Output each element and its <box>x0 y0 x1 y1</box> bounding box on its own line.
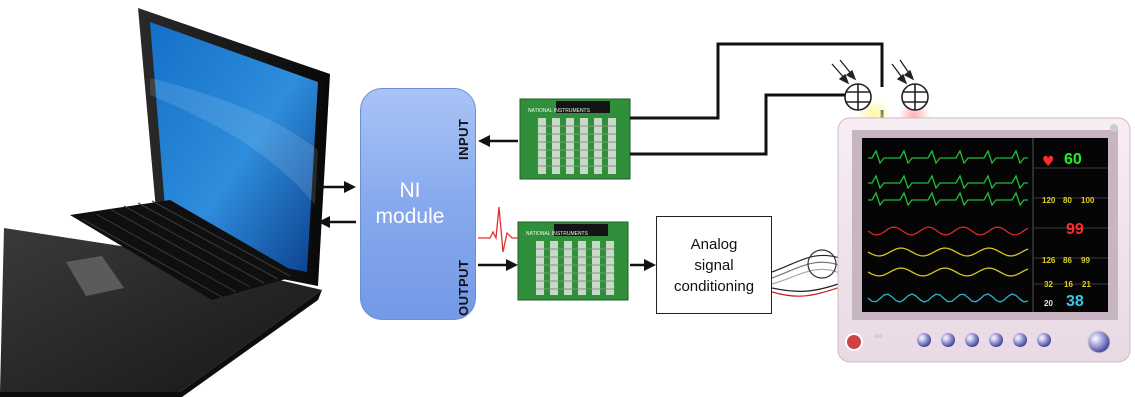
pcb-board-output: NATIONAL INSTRUMENTS <box>517 221 629 301</box>
monitor-knob[interactable] <box>1087 330 1111 354</box>
monitor-readout-value: 32 <box>1044 280 1053 289</box>
pcb-board-input: NATIONAL INSTRUMENTS <box>519 98 631 180</box>
board-arrows <box>478 135 656 271</box>
monitor-readouts: 60 120 80 100 99 126 86 99 32 16 21 20 38 <box>1042 151 1095 310</box>
monitor-trace <box>868 174 1028 190</box>
photodiode-icon <box>844 83 872 111</box>
monitor-readout-value: 16 <box>1064 280 1073 289</box>
laptop-touchpad <box>66 256 124 296</box>
monitor-readout-value: 100 <box>1081 196 1095 205</box>
patient-monitor: 60 120 80 100 99 126 86 99 32 16 21 20 38 ♥ ○○ <box>837 117 1131 363</box>
monitor-readout-value: 80 <box>1063 196 1072 205</box>
monitor-readout-value: 38 <box>1066 293 1084 310</box>
output-cables <box>771 249 845 297</box>
monitor-readout-value: 60 <box>1064 151 1082 168</box>
monitor-readout-value: 99 <box>1081 256 1090 265</box>
input-port-label: INPUT <box>456 118 471 161</box>
monitor-readout-value: 20 <box>1044 299 1053 308</box>
svg-text:NATIONAL INSTRUMENTS: NATIONAL INSTRUMENTS <box>526 231 589 237</box>
svg-text:NATIONAL INSTRUMENTS: NATIONAL INSTRUMENTS <box>528 108 591 114</box>
monitor-screen <box>862 138 1108 312</box>
output-port-label: OUTPUT <box>456 259 471 316</box>
monitor-trace <box>868 191 1028 207</box>
monitor-readout-value: 120 <box>1042 196 1056 205</box>
monitor-readout-value: 86 <box>1063 256 1072 265</box>
photodiode-icon <box>901 83 929 111</box>
signal-conditioning-label: Analog signal conditioning <box>673 235 755 295</box>
laptop-link-arrows <box>318 181 356 228</box>
monitor-traces <box>867 149 1029 303</box>
ecg-signal-icon <box>478 206 520 253</box>
monitor-trace <box>867 247 1029 257</box>
monitor-trace <box>867 226 1029 236</box>
laptop <box>0 8 330 397</box>
signal-conditioning-box: Analog signal conditioning <box>656 216 772 314</box>
monitor-trace <box>868 149 1028 165</box>
monitor-trace <box>867 293 1029 303</box>
laptop-keyboard <box>70 200 300 300</box>
heart-icon: ♥ <box>1042 154 1055 170</box>
monitor-trace <box>867 267 1029 277</box>
monitor-readout-value: 126 <box>1042 256 1056 265</box>
monitor-buttons[interactable] <box>917 333 1051 347</box>
monitor-readout-value: 21 <box>1082 280 1091 289</box>
ni-module-block <box>360 88 476 320</box>
laptop-screen <box>150 22 318 272</box>
monitor-readout-value: 99 <box>1066 221 1084 238</box>
svg-text:○○: ○○ <box>874 333 882 340</box>
ni-module-label: NI module <box>375 179 445 228</box>
